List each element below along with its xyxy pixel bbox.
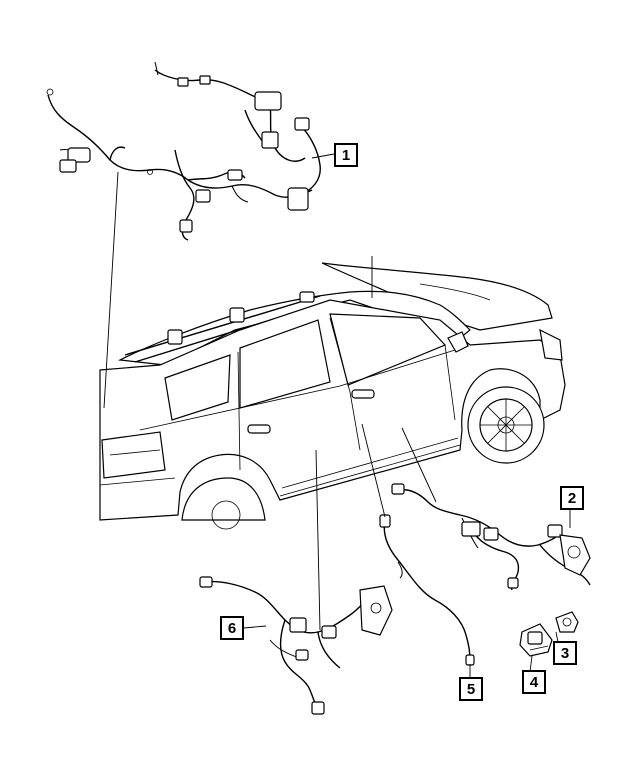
switch-part-4 bbox=[519, 623, 553, 657]
front-door-wiring-harness bbox=[391, 483, 591, 591]
callout-5: 5 bbox=[459, 677, 483, 701]
callout-1: 1 bbox=[334, 143, 358, 167]
callout-4: 4 bbox=[522, 670, 546, 694]
callout-6: 6 bbox=[220, 616, 244, 640]
connector-part-3 bbox=[555, 611, 579, 633]
callout-2: 2 bbox=[560, 486, 584, 510]
rear-door-wiring-harness bbox=[199, 576, 393, 715]
vehicle-illustration bbox=[99, 262, 566, 530]
headliner-wiring-harness bbox=[46, 61, 321, 241]
jumper-wire-part-5 bbox=[379, 514, 475, 666]
leader-lines bbox=[103, 153, 571, 678]
callout-3: 3 bbox=[553, 641, 577, 665]
